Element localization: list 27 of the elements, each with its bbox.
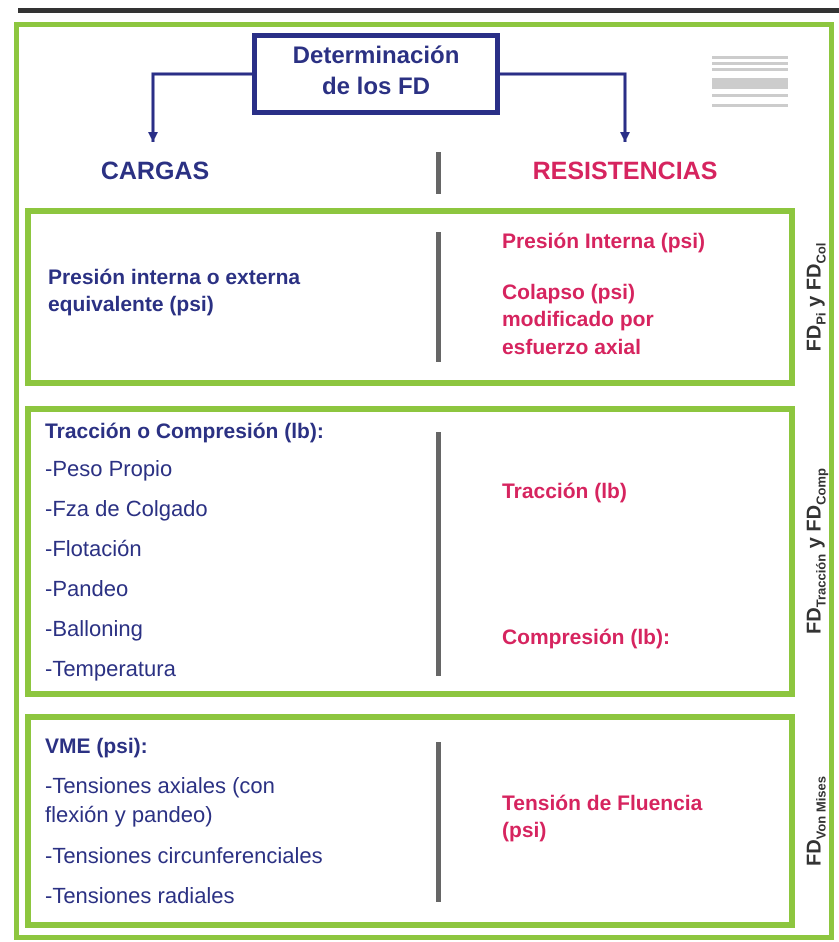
list-item: -Temperatura: [45, 655, 177, 683]
arrow: [500, 72, 630, 142]
resistance-label: Colapso (psi) modificado por esfuerzo axial: [502, 280, 655, 361]
list-item: -Tensiones circunferenciales: [45, 842, 324, 870]
title-box: [252, 33, 500, 115]
list-item: -Tensiones axiales (con flexión y pandeo): [45, 772, 276, 829]
title-text: Determinación de los FD: [292, 41, 460, 102]
load-heading: Tracción o Compresión (lb):: [45, 419, 325, 445]
list-item: -Tensiones radiales: [45, 882, 236, 910]
resistance-label: Compresión (lb):: [502, 625, 671, 651]
resistance-label: Tracción (lb): [502, 479, 628, 505]
list-item: -Fza de Colgado: [45, 495, 209, 523]
list-item: -Peso Propio: [45, 455, 174, 483]
arrow: [148, 72, 252, 142]
column-heading-text: RESISTENCIAS: [532, 156, 718, 187]
list-item: -Balloning: [45, 615, 144, 643]
column-heading-text: CARGAS: [100, 156, 210, 187]
resistance-label: Presión Interna (psi): [502, 229, 706, 255]
list-item: -Flotación: [45, 535, 143, 563]
outer-frame: [14, 22, 834, 940]
load-heading: Presión interna o externa equivalente (psi): [48, 265, 302, 318]
category-panel: [25, 406, 795, 697]
category-panel: [25, 208, 795, 386]
resistance-label: Tensión de Fluencia (psi): [502, 791, 704, 844]
load-heading: VME (psi):: [45, 734, 149, 760]
category-panel: [25, 714, 795, 928]
list-item: -Pandeo: [45, 575, 130, 603]
